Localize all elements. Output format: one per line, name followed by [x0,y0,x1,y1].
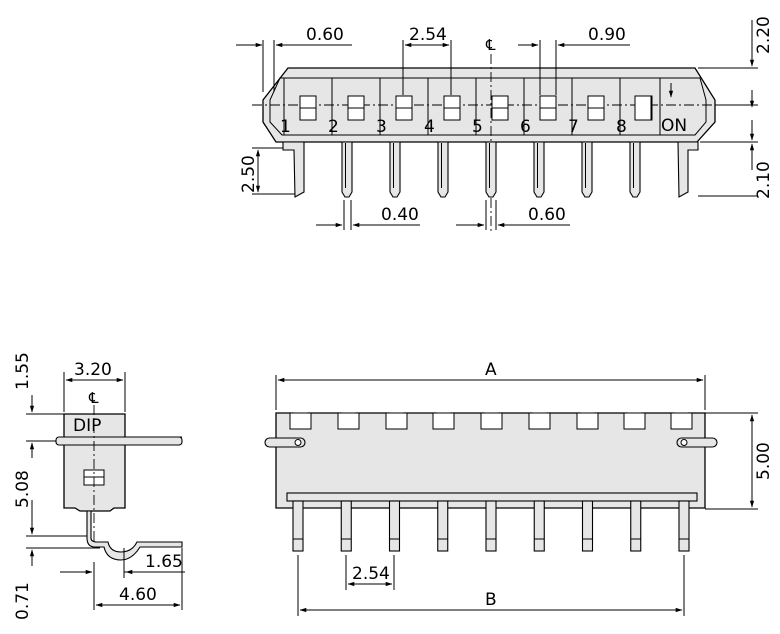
dim-side-body: 5.08 [13,470,33,508]
top-center-mark: ℄ [485,36,496,54]
front-pin [533,500,545,552]
front-pin [678,500,690,552]
dim-height-bottom: 2.10 [754,161,774,199]
dim-overall-a: A [485,360,497,380]
front-view-base-strip [286,492,698,502]
top-pin [533,141,545,198]
top-pin [629,141,641,198]
dim-pitch-top: 2.54 [409,25,447,45]
front-pin [292,500,304,552]
front-right-rail [676,437,718,448]
dim-lead-offset: 1.65 [145,552,183,572]
front-pin [340,500,352,552]
switch-number: 2 [328,117,339,137]
top-pin [389,141,401,198]
top-view: ℄ 1 2 3 4 5 6 7 8 ON 0.60 2.54 0.90 2.20 2 [236,16,774,232]
dim-overall-b: B [485,590,497,610]
switch-number: 4 [424,117,435,137]
switch-number: 7 [568,117,579,137]
side-view: DIP ℄ 3.20 1.55 5.08 0.71 1.65 4.60 [13,352,185,620]
switch-number: 5 [472,117,483,137]
front-left-rail [264,437,306,448]
dim-front-height: 5.00 [754,442,774,480]
dim-lead-span: 4.60 [119,585,157,605]
side-view-rail [55,436,183,446]
dim-slot-width: 0.90 [588,25,626,45]
dip-label: DIP [73,416,101,436]
dim-pin-width: 0.60 [306,25,344,45]
dim-pin-length: 0.60 [528,205,566,225]
top-left-pin [282,141,305,198]
side-view-lead [86,510,183,561]
top-right-pin [677,141,699,198]
front-pin [630,500,642,552]
top-pin [437,141,449,198]
front-pin [388,500,401,552]
dim-pin-offset: 2.50 [239,155,259,193]
front-pin [437,500,449,552]
front-view: A 5.00 B 2.54 [264,360,774,616]
top-pin-group [341,141,641,198]
dim-side-top: 1.55 [13,352,33,390]
switch-number: 1 [280,117,291,137]
top-pin [581,141,593,198]
side-center-mark: ℄ [88,389,99,407]
front-pin [581,500,594,552]
top-switch-group: 1 2 3 4 5 6 7 8 [280,78,661,137]
front-pin [485,500,497,552]
dim-side-width: 3.20 [74,360,112,380]
dim-height-top: 2.20 [754,16,774,54]
switch-number: 3 [376,117,387,137]
switch-number: 6 [520,117,531,137]
top-pin [485,141,497,198]
on-label: ON [661,116,687,136]
switch-number: 8 [616,117,627,137]
switch-slot [634,95,652,121]
dim-pin-thickness: 0.40 [381,205,419,225]
top-pin [341,141,353,198]
front-pin-group [292,500,690,552]
dim-front-pitch: 2.54 [352,564,390,584]
dim-side-bottom: 0.71 [13,582,33,620]
